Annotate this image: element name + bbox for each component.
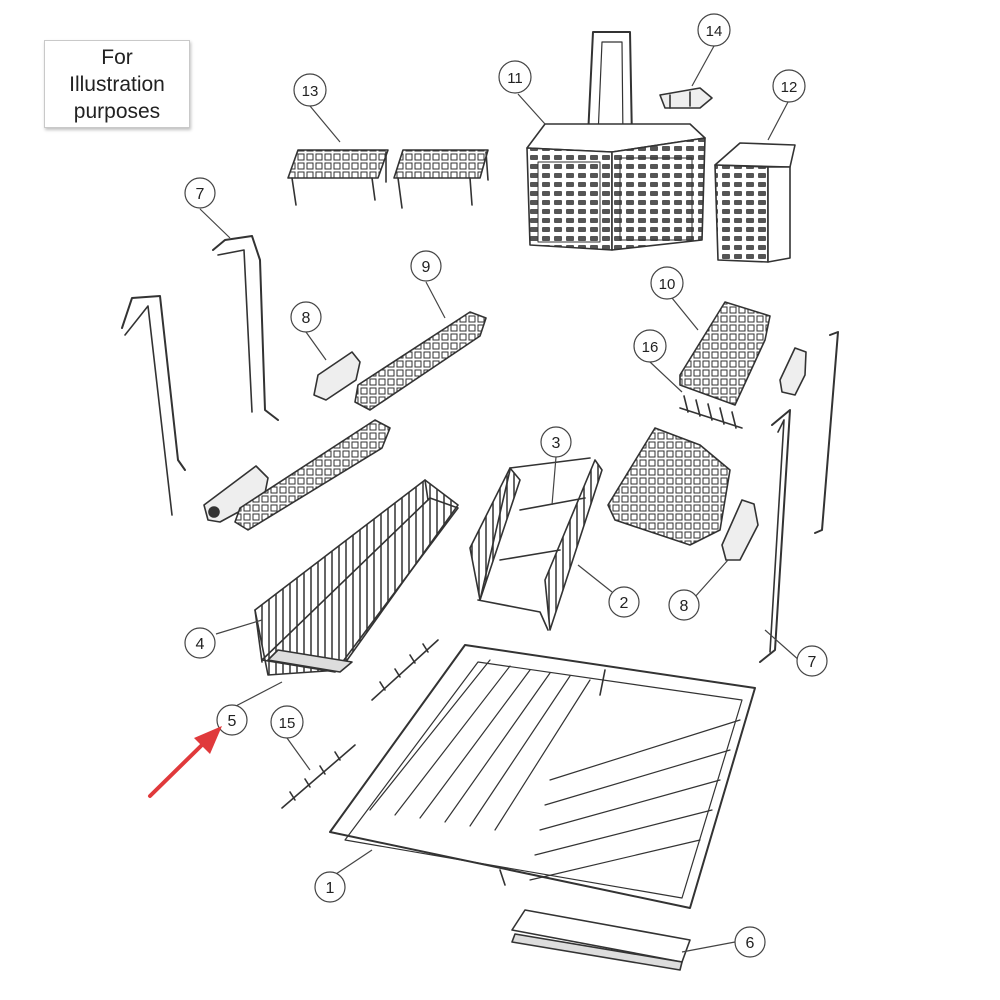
part-8-right-brackets xyxy=(721,347,807,561)
callout-2-label: 2 xyxy=(620,595,629,612)
callout-14-label: 14 xyxy=(706,23,723,40)
part-11-cutlery-basket xyxy=(526,31,706,251)
note-line-3: purposes xyxy=(73,99,161,123)
part-9-tine-shelves xyxy=(234,311,487,531)
callout-16: 16 xyxy=(633,329,667,363)
callout-4: 4 xyxy=(184,627,216,659)
callout-12: 12 xyxy=(772,69,806,103)
callout-3: 3 xyxy=(540,426,572,458)
callout-9: 9 xyxy=(410,250,442,282)
part-10-grid-inserts xyxy=(607,301,771,546)
part-7-left-rails xyxy=(121,235,279,516)
note-line-2: Illustration xyxy=(69,72,165,96)
callout-16-label: 16 xyxy=(642,339,659,356)
part-16-comb xyxy=(679,395,743,429)
part-3-divider-rack xyxy=(469,457,603,631)
part-12-small-basket xyxy=(714,142,796,263)
callout-15-label: 15 xyxy=(279,715,296,732)
callout-15: 15 xyxy=(270,705,304,739)
part-1-main-rack xyxy=(329,644,756,909)
callout-10-label: 10 xyxy=(659,276,676,293)
part-7-right-rails xyxy=(759,331,839,663)
callout-2: 2 xyxy=(608,586,640,618)
callout-10: 10 xyxy=(650,266,684,300)
callout-9-label: 9 xyxy=(422,259,431,276)
callout-1: 1 xyxy=(314,871,346,903)
part-14-clip xyxy=(659,87,713,109)
callout-1-label: 1 xyxy=(326,880,335,897)
callout-7-left: 7 xyxy=(184,177,216,209)
highlight-arrow-icon xyxy=(148,726,222,798)
part-6-tray xyxy=(511,909,691,971)
callout-8-left: 8 xyxy=(290,301,322,333)
part-15-hooks xyxy=(281,639,439,809)
callout-8-left-label: 8 xyxy=(302,310,311,327)
callout-8-right-label: 8 xyxy=(680,598,689,615)
callout-8-right: 8 xyxy=(668,589,700,621)
callout-3-label: 3 xyxy=(552,435,561,452)
callout-14: 14 xyxy=(697,13,731,47)
illustration-note: For Illustration purposes xyxy=(44,40,190,128)
part-4-tine-rack xyxy=(254,479,459,676)
callout-5-label: 5 xyxy=(228,713,237,730)
callout-13-label: 13 xyxy=(302,83,319,100)
note-line-1: For xyxy=(101,45,133,69)
callout-11-label: 11 xyxy=(507,70,523,87)
callout-7-right: 7 xyxy=(796,645,828,677)
part-13-shelves xyxy=(287,149,489,209)
callout-group: 1 2 3 4 5 6 7 7 8 8 9 10 11 12 13 14 15 … xyxy=(184,13,828,958)
callout-6-label: 6 xyxy=(746,935,755,952)
callout-7-left-label: 7 xyxy=(196,186,205,203)
callout-5: 5 xyxy=(216,704,248,736)
callout-6: 6 xyxy=(734,926,766,958)
callout-11: 11 xyxy=(498,60,532,94)
callout-13: 13 xyxy=(293,73,327,107)
callout-7-right-label: 7 xyxy=(808,654,817,671)
leader-lines xyxy=(199,45,801,953)
callout-4-label: 4 xyxy=(196,636,205,653)
callout-12-label: 12 xyxy=(781,79,798,96)
